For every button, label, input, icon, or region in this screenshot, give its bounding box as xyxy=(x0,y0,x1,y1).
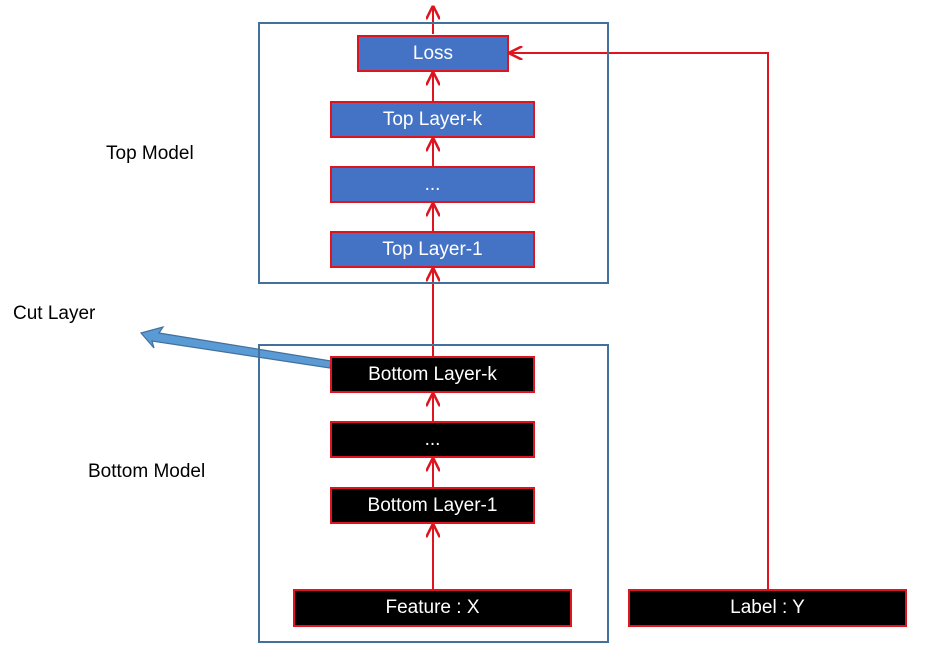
top-model-container xyxy=(258,22,609,284)
bottom-model-label: Bottom Model xyxy=(88,461,206,482)
cut-layer-label: Cut Layer xyxy=(13,303,96,324)
bottom-layer-1-node: Bottom Layer-1 xyxy=(330,487,535,524)
top-layer-1-node: Top Layer-1 xyxy=(330,231,535,268)
top-layer-k-node: Top Layer-k xyxy=(330,101,535,138)
bottom-model-container xyxy=(258,344,609,643)
arrow-label-to-loss xyxy=(510,53,769,590)
cut-layer-arrow xyxy=(139,325,332,369)
top-model-label: Top Model xyxy=(106,143,194,164)
loss-node: Loss xyxy=(357,35,509,72)
feature-x-node: Feature : X xyxy=(293,589,572,627)
bottom-ellipsis-node: ... xyxy=(330,421,535,458)
bottom-layer-k-node: Bottom Layer-k xyxy=(330,356,535,393)
label-y-node: Label : Y xyxy=(628,589,907,627)
top-ellipsis-node: ... xyxy=(330,166,535,203)
